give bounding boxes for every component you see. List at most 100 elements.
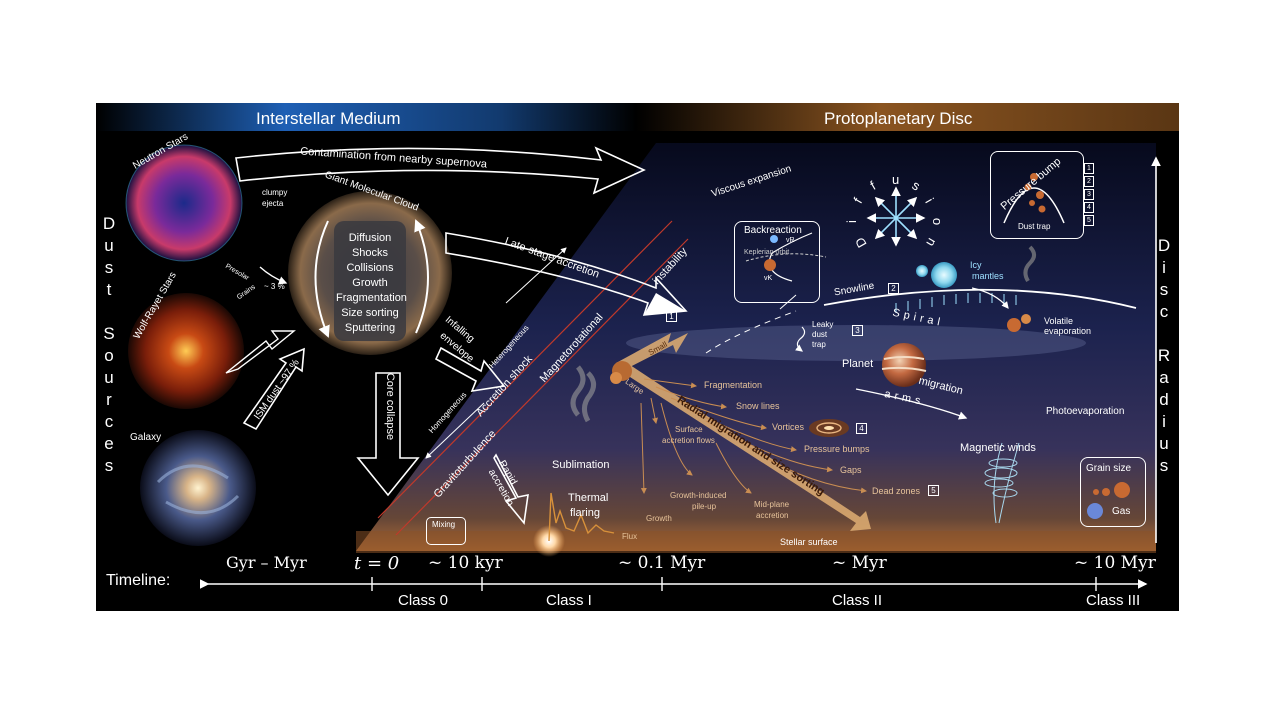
tick-t0: t = 0 [354, 553, 400, 574]
dust-sources-letter: c [104, 412, 114, 431]
planet-label: Planet [842, 358, 874, 370]
leaky-dust-label: dust [812, 330, 828, 339]
tick-gyr-myr: Gyr – Myr [226, 553, 307, 572]
sublimation-label: Sublimation [552, 459, 610, 471]
branch-mid-plane: Mid-plane [754, 500, 790, 509]
mixing-box [426, 517, 466, 545]
ism-header: Interstellar Medium [256, 109, 401, 128]
leaky-trap-label: trap [812, 340, 826, 349]
thermal-label: Thermal [568, 492, 609, 504]
ejecta-label: ejecta [262, 199, 284, 208]
diffusion-letter: i [843, 220, 859, 223]
class-2-label: Class II [832, 592, 883, 609]
marker-4: 4 [856, 423, 867, 434]
pressure-marker: 1 [1084, 163, 1094, 174]
disc-radius-letter: a [1159, 368, 1169, 387]
icy-label: Icy [970, 260, 982, 270]
diffusion-letter: i [922, 195, 938, 206]
dust-sources-letter [99, 301, 119, 323]
dust-sources-letter: r [106, 390, 112, 409]
mixing-label: Mixing [432, 520, 456, 529]
dust-sources-letter: u [104, 368, 114, 387]
branch-accretion-flows: accretion flows [662, 436, 715, 445]
evaporation-label: evaporation [1044, 326, 1092, 336]
pressure-marker: 5 [1084, 215, 1094, 226]
tick-myr: ~ Myr [832, 553, 887, 573]
marker-5: 5 [928, 485, 939, 496]
photoevaporation-label: Photoevaporation [1046, 406, 1125, 417]
dust-trap-label: Dust trap [1018, 222, 1051, 231]
diagram-panel: Interstellar Medium Protoplanetary Disc … [96, 103, 1179, 611]
pressure-marker: 2 [1084, 176, 1094, 187]
cloud-process-item: Sputtering [344, 322, 396, 334]
disc-header: Protoplanetary Disc [824, 109, 973, 128]
cloud-process-item: Fragmentation [336, 292, 407, 304]
presolar-percent: ~ 3 % [264, 282, 285, 291]
disc-radius-letter: s [1159, 456, 1169, 475]
dust-sources-letter: e [104, 434, 114, 453]
disc-radius-letter: i [1162, 412, 1166, 431]
class-0-label: Class 0 [398, 592, 449, 609]
dust-sources-letter: S [103, 324, 115, 343]
diffusion-letter: s [909, 177, 923, 194]
branch-fragmentation: Fragmentation [704, 380, 763, 390]
keplerian-label: Keplerian orbit [744, 249, 790, 256]
stellar-surface-label: Stellar surface [780, 537, 838, 547]
timeline-label: Timeline: [106, 572, 171, 589]
magnetic-winds-label: Magnetic winds [960, 442, 1036, 454]
branch-pressure-bumps: Pressure bumps [804, 444, 870, 454]
core-collapse-label: Core collapse [384, 372, 397, 441]
pressure-marker: 3 [1084, 189, 1094, 200]
branch-growth-induced: Growth-induced [670, 491, 727, 500]
flaring-label: flaring [570, 507, 600, 519]
backreaction-label: Backreaction [744, 225, 802, 236]
disc-radius-letter: d [1159, 390, 1169, 409]
diffusion-letter: o [930, 217, 946, 226]
grain-size-legend-box [1080, 457, 1146, 527]
pressure-marker: 4 [1084, 202, 1094, 213]
dust-sources-letter: u [104, 236, 114, 255]
branch-pile-up: pile-up [692, 502, 717, 511]
disc-radius-letter: u [1159, 434, 1169, 453]
mantles-label: mantles [972, 271, 1004, 281]
class-3-label: Class III [1086, 592, 1141, 609]
leaky-label: Leaky [812, 320, 834, 329]
branch-vortices: Vortices [772, 422, 805, 432]
dust-sources-letter: s [104, 258, 114, 277]
diffusion-letter: D [851, 234, 870, 251]
diffusion-letter: f [867, 177, 879, 193]
marker-2: 2 [888, 283, 899, 294]
dust-sources-letter: o [104, 346, 114, 365]
disc-radius-letter: D [1157, 236, 1171, 255]
volatile-label: Volatile [1044, 316, 1074, 326]
cloud-process-item: Shocks [351, 247, 389, 259]
diffusion-letter: f [850, 195, 865, 206]
dust-sources-letter: t [106, 280, 112, 299]
flux-label: Flux [622, 532, 638, 541]
cloud-process-item: Size sorting [341, 307, 399, 319]
disc-radius-letter: i [1162, 258, 1166, 277]
diffusion-letter: u [892, 172, 900, 187]
marker-3: 3 [852, 325, 863, 336]
dust-sources-letter: s [104, 456, 114, 475]
vr-label: vR [786, 237, 795, 244]
class-1-label: Class I [546, 592, 592, 609]
cloud-process-item: Collisions [346, 262, 394, 274]
pressure-bump-box [990, 151, 1084, 239]
branch-surface: Surface [675, 425, 703, 434]
clumpy-label: clumpy [262, 188, 288, 197]
cloud-process-item: Diffusion [348, 232, 392, 244]
tick-10myr: ~ 10 Myr [1074, 553, 1156, 573]
branch-mid-plane-accretion: accretion [756, 511, 789, 520]
galaxy-label: Galaxy [130, 432, 162, 443]
grain-size-label: Grain size [1086, 463, 1132, 474]
background-art [96, 103, 1179, 591]
branch-snow-lines: Snow lines [736, 401, 780, 411]
pressure-markers: 1 2 3 4 5 [1084, 163, 1095, 228]
dust-sources-letter: D [102, 214, 116, 233]
branch-growth: Growth [646, 514, 672, 523]
